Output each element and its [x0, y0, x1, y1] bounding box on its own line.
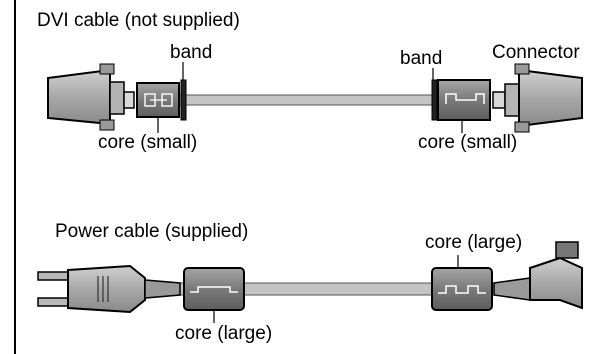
- power-cable: [37, 241, 583, 323]
- power-label-core-left: core (large): [175, 323, 273, 344]
- dvi-label-band-left: band: [170, 42, 213, 63]
- dvi-core-small-left: [136, 82, 180, 118]
- power-plug: [37, 264, 181, 314]
- figure-frame: [14, 0, 614, 354]
- dvi-band-right: [431, 79, 438, 121]
- power-cable-title: Power cable (supplied): [55, 221, 249, 242]
- dvi-cable-line: [159, 94, 451, 106]
- dvi-right-connector: [492, 63, 583, 133]
- dvi-left-connector: [47, 63, 135, 131]
- power-right-connector: [493, 241, 583, 310]
- dvi-label-connector: Connector: [492, 42, 580, 63]
- power-label-core-right: core (large): [425, 232, 523, 253]
- dvi-band-left: [180, 79, 187, 121]
- dvi-label-band-right: band: [400, 48, 443, 69]
- power-core-large-right: [431, 267, 493, 311]
- dvi-cable-title: DVI cable (not supplied): [37, 10, 240, 31]
- dvi-label-core-right: core (small): [418, 132, 518, 153]
- dvi-cable: [47, 62, 583, 133]
- dvi-label-core-left: core (small): [98, 132, 198, 153]
- power-core-large-left: [183, 267, 245, 311]
- dvi-core-small-right: [437, 79, 491, 121]
